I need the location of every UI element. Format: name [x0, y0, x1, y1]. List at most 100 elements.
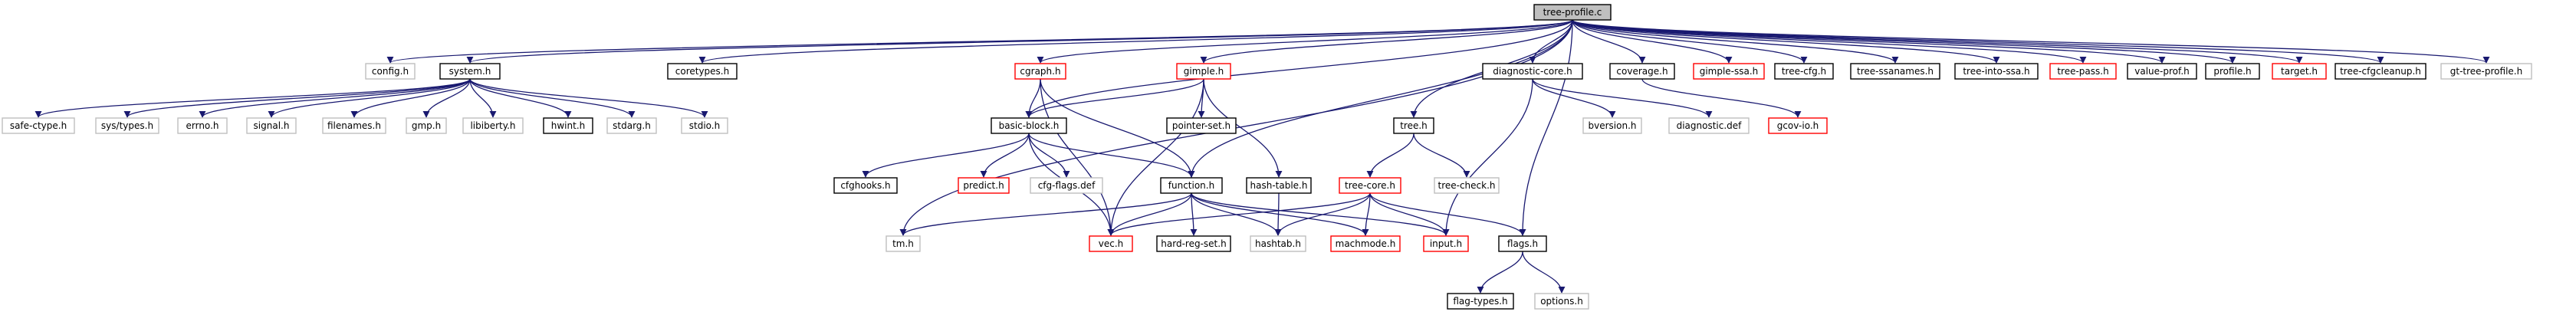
- node-box-cgraph-h: [1014, 63, 1066, 80]
- edge-tree-core-h-to-machmode-h: [1362, 192, 1371, 236]
- edge-system-h-to-sys-types-h: [123, 78, 471, 118]
- node-label-diagnostic-core-h: diagnostic-core.h: [1493, 66, 1572, 77]
- node-hash-table-h[interactable]: hash-table.h: [1246, 177, 1312, 194]
- node-box-coretypes-h: [667, 63, 738, 80]
- edge-gimple-h-to-hash-table-h: [1203, 78, 1283, 178]
- edge-tree-h-to-tree-check-h: [1413, 133, 1470, 178]
- edge-tree-profile-c-to-tree-pass-h: [1572, 19, 2087, 64]
- edge-tree-profile-c-to-tree-ssanames-h: [1572, 19, 1899, 64]
- node-coverage-h[interactable]: coverage.h: [1609, 63, 1675, 80]
- node-label-signal-h: signal.h: [254, 120, 290, 131]
- edge-function-h-to-tm-h: [899, 192, 1192, 236]
- node-gmp-h[interactable]: gmp.h: [406, 117, 447, 134]
- node-label-sys-types-h: sys/types.h: [101, 120, 153, 131]
- node-coretypes-h[interactable]: coretypes.h: [667, 63, 738, 80]
- node-diagnostic-core-h[interactable]: diagnostic-core.h: [1482, 63, 1583, 80]
- node-label-safe-ctype-h: safe-ctype.h: [10, 120, 67, 131]
- edge-hash-table-h-to-hashtab-h: [1274, 192, 1282, 236]
- node-gimple-h[interactable]: gimple.h: [1176, 63, 1231, 80]
- node-box-hashtab-h: [1250, 235, 1306, 252]
- edge-cgraph-h-to-basic-block-h: [1025, 78, 1041, 118]
- node-tree-cfgcleanup-h[interactable]: tree-cfgcleanup.h: [2334, 63, 2426, 80]
- node-box-stdarg-h: [606, 117, 657, 134]
- node-gt-tree-profile-h[interactable]: gt-tree-profile.h: [2440, 63, 2532, 80]
- node-profile-h[interactable]: profile.h: [2205, 63, 2260, 80]
- node-box-profile-h: [2205, 63, 2260, 80]
- node-box-cfg-flags-def: [1030, 177, 1103, 194]
- node-safe-ctype-h[interactable]: safe-ctype.h: [2, 117, 75, 134]
- node-system-h[interactable]: system.h: [439, 63, 501, 80]
- node-flags-h[interactable]: flags.h: [1498, 235, 1547, 252]
- node-box-flags-h: [1498, 235, 1547, 252]
- edge-tree-profile-c-to-tm-h: [899, 19, 1573, 236]
- edge-tree-core-h-to-input-h: [1369, 192, 1450, 236]
- node-label-stdarg-h: stdarg.h: [613, 120, 651, 131]
- node-filenames-h[interactable]: filenames.h: [322, 117, 386, 134]
- node-bversion-h[interactable]: bversion.h: [1582, 117, 1642, 134]
- node-label-tree-h: tree.h: [1400, 120, 1428, 131]
- node-diagnostic-def[interactable]: diagnostic.def: [1668, 117, 1750, 134]
- node-label-function-h: function.h: [1168, 180, 1214, 191]
- node-label-flags-h: flags.h: [1507, 238, 1538, 249]
- node-vec-h[interactable]: vec.h: [1089, 235, 1133, 252]
- node-hard-reg-set-h[interactable]: hard-reg-set.h: [1156, 235, 1231, 252]
- node-tree-h[interactable]: tree.h: [1393, 117, 1434, 134]
- node-cgraph-h[interactable]: cgraph.h: [1014, 63, 1066, 80]
- node-label-tm-h: tm.h: [892, 238, 914, 249]
- node-box-tree-core-h: [1339, 177, 1401, 194]
- edge-diagnostic-core-h-to-diagnostic-def: [1532, 78, 1713, 118]
- node-hwint-h[interactable]: hwint.h: [543, 117, 593, 134]
- node-pointer-set-h[interactable]: pointer-set.h: [1166, 117, 1237, 134]
- node-label-coretypes-h: coretypes.h: [675, 66, 729, 77]
- node-label-options-h: options.h: [1540, 296, 1583, 307]
- node-tree-cfg-h[interactable]: tree-cfg.h: [1774, 63, 1834, 80]
- node-cfghooks-h[interactable]: cfghooks.h: [833, 177, 898, 194]
- node-tree-pass-h[interactable]: tree-pass.h: [2049, 63, 2117, 80]
- node-tree-ssanames-h[interactable]: tree-ssanames.h: [1850, 63, 1940, 80]
- node-sys-types-h[interactable]: sys/types.h: [95, 117, 159, 134]
- node-label-stdio-h: stdio.h: [689, 120, 720, 131]
- node-hashtab-h[interactable]: hashtab.h: [1250, 235, 1306, 252]
- node-options-h[interactable]: options.h: [1534, 293, 1589, 310]
- node-label-value-prof-h: value-prof.h: [2134, 66, 2190, 77]
- node-tree-into-ssa-h[interactable]: tree-into-ssa.h: [1954, 63, 2039, 80]
- node-predict-h[interactable]: predict.h: [958, 177, 1010, 194]
- node-label-hash-table-h: hash-table.h: [1250, 180, 1308, 191]
- node-tree-check-h[interactable]: tree-check.h: [1434, 177, 1500, 194]
- node-errno-h[interactable]: errno.h: [177, 117, 228, 134]
- node-gimple-ssa-h[interactable]: gimple-ssa.h: [1693, 63, 1765, 80]
- node-label-basic-block-h: basic-block.h: [999, 120, 1060, 131]
- node-box-machmode-h: [1330, 235, 1401, 252]
- node-gcov-io-h[interactable]: gcov-io.h: [1768, 117, 1828, 134]
- node-signal-h[interactable]: signal.h: [246, 117, 297, 134]
- node-target-h[interactable]: target.h: [2272, 63, 2327, 80]
- edge-tree-h-to-tree-core-h: [1366, 133, 1414, 178]
- node-box-tree-ssanames-h: [1850, 63, 1940, 80]
- edge-system-h-to-safe-ctype-h: [34, 78, 471, 118]
- edge-basic-block-h-to-predict-h: [980, 133, 1030, 178]
- node-value-prof-h[interactable]: value-prof.h: [2127, 63, 2197, 80]
- node-label-gmp-h: gmp.h: [412, 120, 441, 131]
- edge-gimple-h-to-vec-h: [1107, 78, 1204, 236]
- node-label-coverage-h: coverage.h: [1616, 66, 1668, 77]
- node-input-h[interactable]: input.h: [1423, 235, 1469, 252]
- node-label-tree-profile-c: tree-profile.c: [1543, 7, 1602, 18]
- node-machmode-h[interactable]: machmode.h: [1330, 235, 1401, 252]
- node-label-hard-reg-set-h: hard-reg-set.h: [1161, 238, 1226, 249]
- node-stdarg-h[interactable]: stdarg.h: [606, 117, 657, 134]
- node-config-h[interactable]: config.h: [365, 63, 416, 80]
- node-box-vec-h: [1089, 235, 1133, 252]
- node-flag-types-h[interactable]: flag-types.h: [1447, 293, 1514, 310]
- node-libiberty-h[interactable]: libiberty.h: [462, 117, 524, 134]
- edge-tree-core-h-to-vec-h: [1107, 192, 1371, 236]
- edge-basic-block-h-to-cfg-flags-def: [1028, 133, 1070, 178]
- node-tm-h[interactable]: tm.h: [886, 235, 921, 252]
- node-cfg-flags-def[interactable]: cfg-flags.def: [1030, 177, 1103, 194]
- node-basic-block-h[interactable]: basic-block.h: [991, 117, 1067, 134]
- edge-tree-profile-c-to-gimple-h: [1200, 19, 1573, 64]
- node-tree-core-h[interactable]: tree-core.h: [1339, 177, 1401, 194]
- node-stdio-h[interactable]: stdio.h: [681, 117, 728, 134]
- node-function-h[interactable]: function.h: [1160, 177, 1223, 194]
- node-tree-profile-c[interactable]: tree-profile.c: [1533, 4, 1612, 21]
- node-label-filenames-h: filenames.h: [327, 120, 381, 131]
